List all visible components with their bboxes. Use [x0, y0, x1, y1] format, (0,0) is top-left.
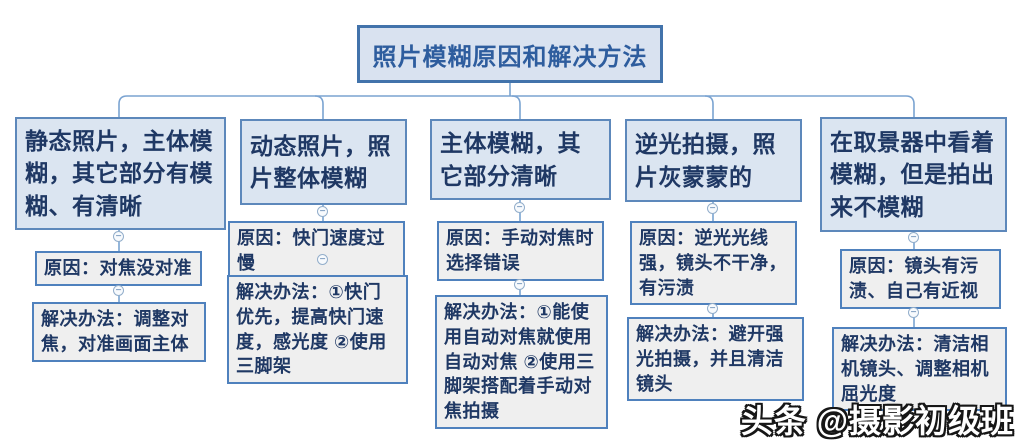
- branch-node-static-photo[interactable]: 静态照片，主体模糊，其它部分有模糊、有清晰: [15, 117, 226, 230]
- solution-node-3[interactable]: 解决办法：①能使用自动对焦就使用自动对焦 ②使用三脚架搭配着手动对焦拍摄: [435, 295, 608, 430]
- collapse-toggle[interactable]: −: [707, 203, 718, 214]
- collapse-toggle[interactable]: −: [908, 232, 919, 243]
- branch-node-viewfinder-blur[interactable]: 在取景器中看着模糊，但是拍出来不模糊: [820, 117, 1007, 232]
- cause-node-label: 原因：镜头有污渍、自己有近视: [849, 256, 979, 301]
- solution-node-5[interactable]: 解决办法：清洁相机镜头、调整相机屈光度: [832, 327, 1007, 412]
- collapse-toggle[interactable]: −: [514, 202, 525, 213]
- cause-node-label: 原因：对焦没对准: [44, 258, 192, 278]
- branch-node-label: 逆光拍摄，照片灰蒙蒙的: [635, 131, 776, 190]
- collapse-toggle[interactable]: −: [113, 285, 124, 296]
- watermark: 头条 @摄影初级班: [740, 403, 1014, 439]
- solution-node-4[interactable]: 解决办法：避开强光拍摄，并且清洁镜头: [627, 317, 804, 402]
- solution-node-label: 解决办法：清洁相机镜头、调整相机屈光度: [841, 334, 989, 404]
- cause-node-label: 原因：手动对焦时选择错误: [446, 228, 594, 273]
- cause-node-2[interactable]: 原因：快门速度过慢: [228, 221, 405, 281]
- cause-node-label: 原因：快门速度过慢: [237, 228, 385, 273]
- branch-node-label: 在取景器中看着模糊，但是拍出来不模糊: [830, 129, 995, 220]
- collapse-toggle[interactable]: −: [317, 254, 328, 265]
- cause-node-3[interactable]: 原因：手动对焦时选择错误: [437, 221, 604, 281]
- branch-node-label: 主体模糊，其它部分清晰: [440, 130, 581, 189]
- branch-node-label: 动态照片，照片整体模糊: [250, 132, 391, 191]
- solution-node-label: 解决办法：①快门优先，提高快门速度，感光度 ②使用三脚架: [236, 282, 387, 377]
- root-node-label: 照片模糊原因和解决方法: [372, 43, 648, 71]
- cause-node-4[interactable]: 原因：逆光光线强，镜头不干净，有污渍: [630, 221, 797, 306]
- branch-node-dynamic-photo[interactable]: 动态照片，照片整体模糊: [240, 119, 407, 205]
- branch-node-label: 静态照片，主体模糊，其它部分有模糊、有清晰: [25, 128, 213, 219]
- solution-node-2[interactable]: 解决办法：①快门优先，提高快门速度，感光度 ②使用三脚架: [227, 275, 408, 385]
- cause-node-label: 原因：逆光光线强，镜头不干净，有污渍: [639, 228, 787, 298]
- branch-node-subject-blur[interactable]: 主体模糊，其它部分清晰: [430, 119, 611, 200]
- solution-node-label: 解决办法：避开强光拍摄，并且清洁镜头: [636, 324, 784, 394]
- solution-node-label: 解决办法：①能使用自动对焦就使用自动对焦 ②使用三脚架搭配着手动对焦拍摄: [444, 302, 595, 422]
- cause-node-1[interactable]: 原因：对焦没对准: [35, 251, 202, 286]
- root-node[interactable]: 照片模糊原因和解决方法: [357, 25, 663, 83]
- collapse-toggle[interactable]: −: [707, 303, 718, 314]
- solution-node-label: 解决办法：调整对焦，对准画面主体: [41, 309, 189, 354]
- collapse-toggle[interactable]: −: [317, 206, 328, 217]
- solution-node-1[interactable]: 解决办法：调整对焦，对准画面主体: [32, 302, 206, 362]
- collapse-toggle[interactable]: −: [514, 279, 525, 290]
- collapse-toggle[interactable]: −: [113, 231, 124, 242]
- collapse-toggle[interactable]: −: [908, 307, 919, 318]
- cause-node-5[interactable]: 原因：镜头有污渍、自己有近视: [840, 249, 1001, 309]
- branch-node-backlight[interactable]: 逆光拍摄，照片灰蒙蒙的: [625, 119, 802, 202]
